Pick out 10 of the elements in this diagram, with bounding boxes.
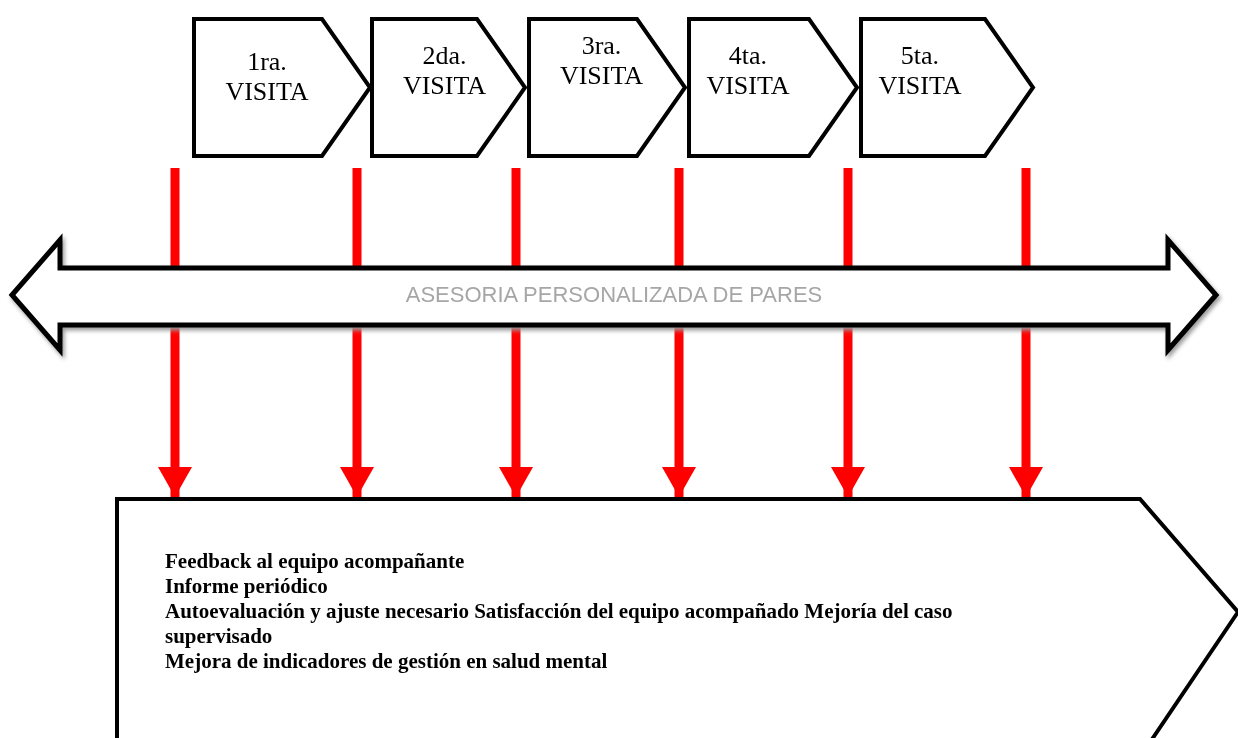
outcome-item: Feedback al equipo acompañante	[165, 549, 466, 574]
outcome-item: Informe periódico	[165, 574, 329, 599]
visit-label: 3ra. VISITA	[558, 31, 645, 91]
band-label: ASESORIA PERSONALIZADA DE PARES	[404, 282, 824, 308]
visit-label: 2da. VISITA	[401, 41, 488, 101]
outcome-item: Autoevaluación y ajuste necesario Satisfacción del equipo acompañado Mejoría del caso supervisado	[165, 599, 954, 649]
visit-label: 5ta. VISITA	[877, 41, 963, 101]
visit-label: 4ta. VISITA	[705, 41, 791, 101]
outcome-item: Mejora de indicadores de gestión en salud mental	[165, 649, 609, 674]
visit-label: 1ra. VISITA	[224, 47, 310, 107]
